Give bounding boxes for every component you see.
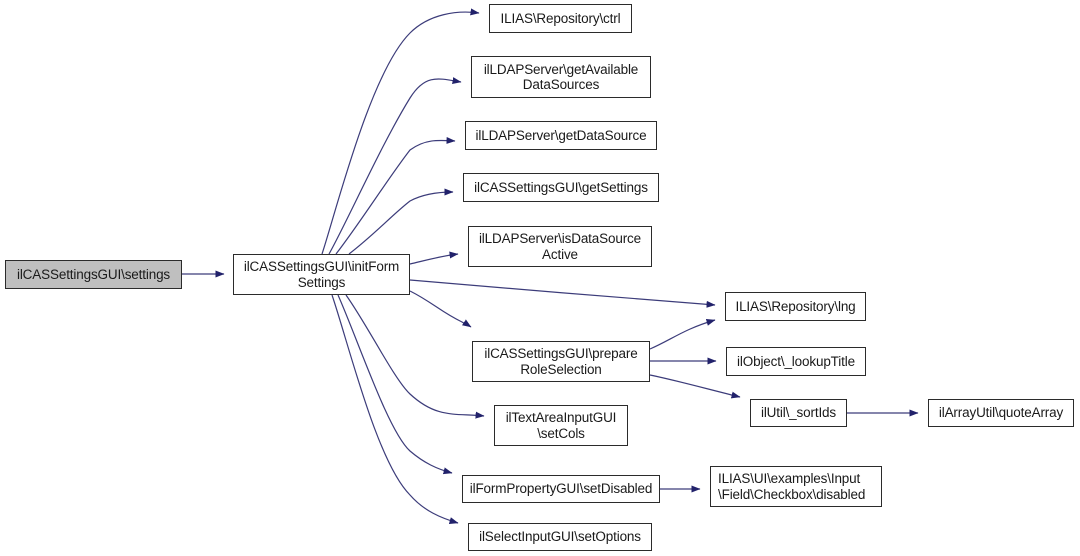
graph-node-getDataSource[interactable]: ilLDAPServer\getDataSource: [465, 121, 657, 150]
edge-initFormSettings-to-setOptions: [331, 294, 459, 524]
graph-node-lookupTitle[interactable]: ilObject\_lookupTitle: [726, 347, 866, 376]
graph-node-prepareRoleSelection[interactable]: ilCASSettingsGUI\prepare RoleSelection: [472, 341, 650, 382]
edge-initFormSettings-to-prepareRoleSelection: [409, 290, 472, 328]
graph-node-quoteArray[interactable]: ilArrayUtil\quoteArray: [928, 399, 1074, 427]
edge-initFormSettings-to-setDisabled: [337, 294, 453, 475]
edge-initFormSettings-to-lng: [409, 279, 716, 308]
edge-initFormSettings-to-ctrl: [321, 8, 480, 255]
graph-node-sortIds[interactable]: ilUtil\_sortIds: [750, 399, 847, 427]
edge-initFormSettings-to-getAvailableDataSources: [328, 77, 462, 255]
graph-node-initFormSettings[interactable]: ilCASSettingsGUI\initForm Settings: [233, 254, 410, 295]
edge-initFormSettings-to-getDataSource: [335, 137, 456, 255]
graph-node-setCols[interactable]: ilTextAreaInputGUI \setCols: [494, 405, 628, 446]
edge-prepareRoleSelection-to-lng: [649, 319, 716, 350]
graph-node-checkboxDisabled[interactable]: ILIAS\UI\examples\Input \Field\Checkbox\…: [710, 466, 882, 507]
graph-node-ctrl[interactable]: ILIAS\Repository\ctrl: [489, 4, 632, 33]
edge-initFormSettings-to-isDataSourceActive: [409, 251, 459, 265]
graph-node-setDisabled[interactable]: ilFormPropertyGUI\setDisabled: [462, 475, 660, 503]
graph-node-lng[interactable]: ILIAS\Repository\lng: [725, 292, 866, 321]
graph-node-isDataSourceActive[interactable]: ilLDAPServer\isDataSource Active: [468, 226, 652, 267]
graph-node-getSettings[interactable]: ilCASSettingsGUI\getSettings: [463, 173, 659, 202]
edge-prepareRoleSelection-to-sortIds: [649, 374, 741, 399]
graph-node-getAvailableDataSources[interactable]: ilLDAPServer\getAvailable DataSources: [471, 56, 651, 98]
edge-initFormSettings-to-getSettings: [348, 188, 454, 255]
edge-initFormSettings-to-setCols: [345, 294, 485, 419]
graph-node-setOptions[interactable]: ilSelectInputGUI\setOptions: [468, 523, 652, 551]
graph-node-settings[interactable]: ilCASSettingsGUI\settings: [5, 260, 182, 289]
